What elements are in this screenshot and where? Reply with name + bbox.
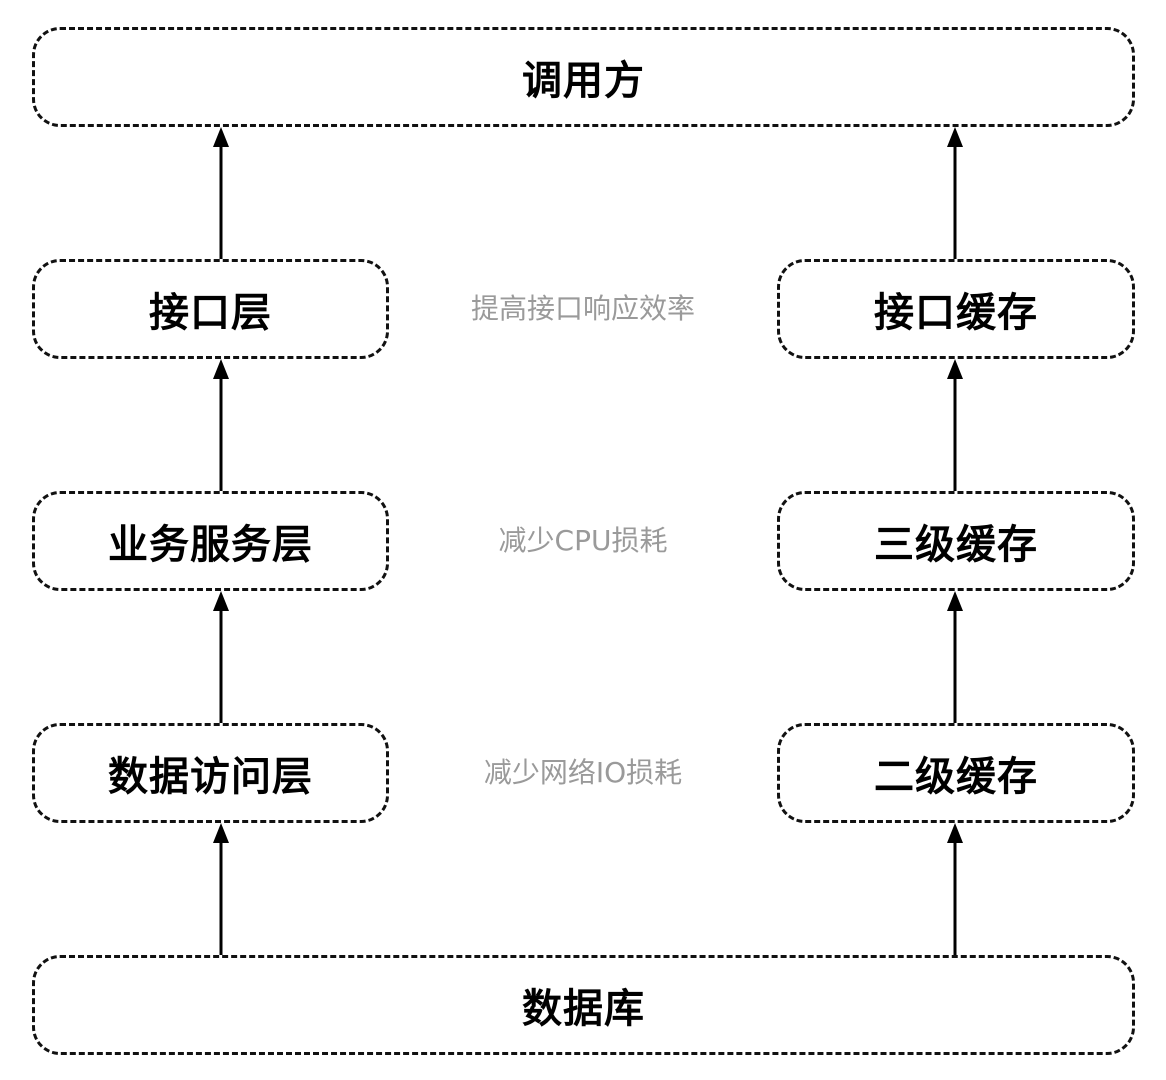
- business-service-layer-label: 业务服务层: [108, 522, 313, 568]
- l3-cache-node: 三级缓存: [777, 491, 1135, 591]
- database-label: 数据库: [522, 986, 645, 1032]
- l3-cache-label: 三级缓存: [874, 522, 1038, 568]
- l2-cache-label: 二级缓存: [874, 754, 1038, 800]
- caller-label: 调用方: [522, 58, 645, 104]
- l2-cache-node: 二级缓存: [777, 723, 1135, 823]
- note-improve-interface-response: 提高接口响应效率: [470, 292, 695, 325]
- data-access-layer-label: 数据访问层: [108, 754, 313, 800]
- interface-cache-label: 接口缓存: [874, 290, 1038, 336]
- left-arrow-interface-to-caller: [213, 127, 229, 259]
- interface-layer-label: 接口层: [149, 290, 272, 336]
- right-arrow-db-to-l2-cache: [947, 823, 963, 955]
- left-arrow-business-to-interface: [213, 359, 229, 491]
- left-arrow-data-access-to-business: [213, 591, 229, 723]
- interface-layer-node: 接口层: [32, 259, 389, 359]
- interface-cache-node: 接口缓存: [777, 259, 1135, 359]
- caller-node: 调用方: [32, 27, 1135, 127]
- database-node: 数据库: [32, 955, 1135, 1055]
- business-service-layer-node: 业务服务层: [32, 491, 389, 591]
- data-access-layer-node: 数据访问层: [32, 723, 389, 823]
- right-arrow-l2-to-l3-cache: [947, 591, 963, 723]
- note-reduce-cpu-cost: 减少CPU损耗: [498, 524, 668, 557]
- left-arrow-db-to-data-access: [213, 823, 229, 955]
- right-arrow-interface-cache-to-caller: [947, 127, 963, 259]
- note-reduce-network-io-cost: 减少网络IO损耗: [483, 756, 683, 789]
- right-arrow-l3-to-interface-cache: [947, 359, 963, 491]
